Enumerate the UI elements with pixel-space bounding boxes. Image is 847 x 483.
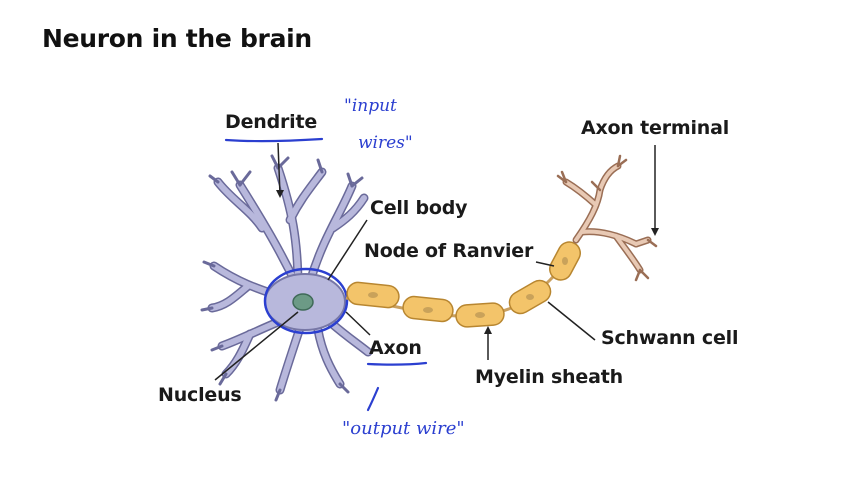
annotation-output-wire: "output wire" [342, 418, 465, 439]
label-axon: Axon [369, 337, 422, 359]
annotation-input-line2: wires" [358, 133, 413, 153]
axon-terminal-branches [556, 154, 658, 282]
slide-title: Neuron in the brain [42, 24, 312, 53]
label-node-of-ranvier: Node of Ranvier [364, 240, 534, 262]
label-nucleus: Nucleus [158, 384, 242, 406]
annotation-strokes [224, 137, 428, 412]
label-myelin-sheath: Myelin sheath [475, 366, 623, 388]
nucleus [292, 293, 314, 311]
pointer-lines [214, 142, 656, 381]
annotation-input-line1: "input [344, 96, 397, 116]
label-schwann-cell: Schwann cell [601, 327, 739, 349]
pointer-arrowheads [276, 190, 659, 334]
label-cell-body: Cell body [370, 197, 468, 219]
myelin-nuclei [368, 257, 568, 318]
label-axon-terminal: Axon terminal [581, 117, 730, 139]
label-dendrite: Dendrite [225, 111, 318, 133]
cell-body-annotation-circle [263, 267, 349, 335]
